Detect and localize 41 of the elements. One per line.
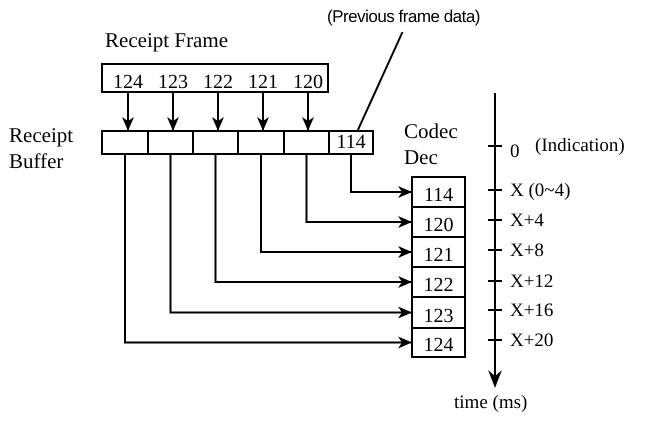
- arrow: [170, 155, 412, 318]
- buffer-cell: [283, 130, 330, 155]
- arrow: [124, 155, 412, 348]
- buffer-cell: [147, 130, 194, 155]
- tick-label: X+16: [510, 301, 554, 320]
- slot-cell: 122: [411, 266, 466, 298]
- buffer-cell: [101, 130, 149, 155]
- tick-label: X (0~4): [510, 181, 570, 200]
- tick-label: X+20: [510, 331, 554, 350]
- arrow: [260, 155, 412, 258]
- arrow: [122, 93, 134, 131]
- arrow: [257, 93, 269, 131]
- tick-label: 0: [510, 142, 520, 161]
- frame-number: 124: [108, 67, 148, 93]
- arrow: [306, 155, 412, 228]
- slot-cell: 114: [328, 130, 374, 155]
- block-heading: Receipt Buffer: [9, 122, 74, 174]
- arrow: [350, 155, 412, 198]
- axis-note: (Indication): [535, 136, 625, 155]
- leader-line: [357, 32, 404, 130]
- callout-label: (Previous frame data): [327, 6, 563, 32]
- buffer-cell: [237, 130, 285, 155]
- frame-number: 120: [288, 67, 328, 93]
- frame-number: 121: [243, 67, 283, 93]
- slot-cell: 114: [411, 176, 466, 208]
- frame-number: 122: [198, 67, 238, 93]
- axis-title: time (ms): [454, 393, 528, 412]
- buffer-cell: [192, 130, 239, 155]
- slot-cell: 121: [411, 236, 466, 268]
- arrow: [214, 155, 412, 288]
- arrow: [302, 93, 314, 131]
- arrow: [167, 93, 179, 131]
- arrow: [212, 93, 224, 131]
- frame-number: 123: [153, 67, 193, 93]
- slot-cell: 123: [411, 296, 466, 329]
- slot-cell: 120: [411, 206, 466, 238]
- block-heading: Receipt Frame: [105, 27, 228, 54]
- slot-cell: 124: [411, 327, 466, 358]
- tick-label: X+4: [510, 211, 544, 230]
- tick-label: X+8: [510, 241, 544, 260]
- tick-label: X+12: [510, 272, 554, 291]
